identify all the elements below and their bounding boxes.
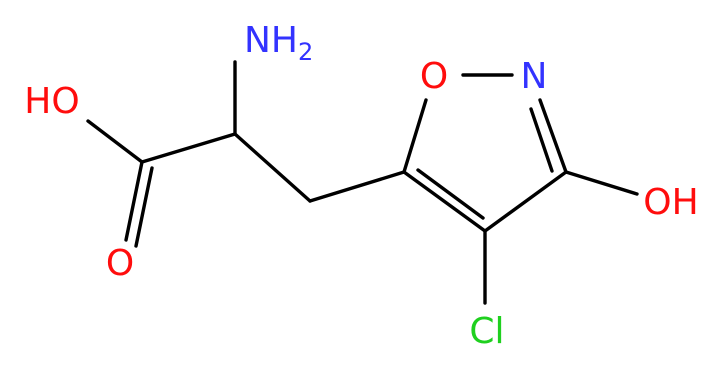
amino-main: NH — [244, 20, 298, 61]
bond-c5-o1 — [402, 98, 428, 174]
carbonyl-oxygen-label: O — [106, 243, 134, 284]
ring-hydroxyl-label: OH — [643, 182, 698, 223]
bond-c3-hydroxyl — [564, 170, 639, 196]
ring-oxygen-label: O — [420, 56, 448, 97]
bond-carboxyl-hydroxyl — [86, 119, 144, 164]
bond-c4-c5-a — [402, 170, 487, 233]
acid-hydroxyl-label: HO — [24, 81, 79, 122]
bonds — [86, 60, 639, 305]
bond-n2-c3-b — [529, 107, 554, 173]
bond-c4-c5-b — [416, 168, 485, 220]
chlorine-label: Cl — [469, 311, 504, 352]
bond-c3-c4 — [483, 170, 568, 233]
bond-methylene-ring — [308, 170, 406, 203]
atom-labels: NH2 HO O O N OH Cl — [24, 20, 698, 352]
bond-n2-c3-a — [538, 98, 568, 174]
bond-carboxyl-alpha — [140, 132, 237, 164]
bond-carbonyl-a — [124, 160, 144, 242]
amino-subscript: 2 — [298, 38, 313, 66]
ring-nitrogen-label: N — [521, 56, 548, 97]
bond-alpha-methylene — [233, 132, 312, 203]
amino-group-label: NH2 — [244, 20, 313, 66]
bond-carbonyl-b — [134, 166, 154, 248]
